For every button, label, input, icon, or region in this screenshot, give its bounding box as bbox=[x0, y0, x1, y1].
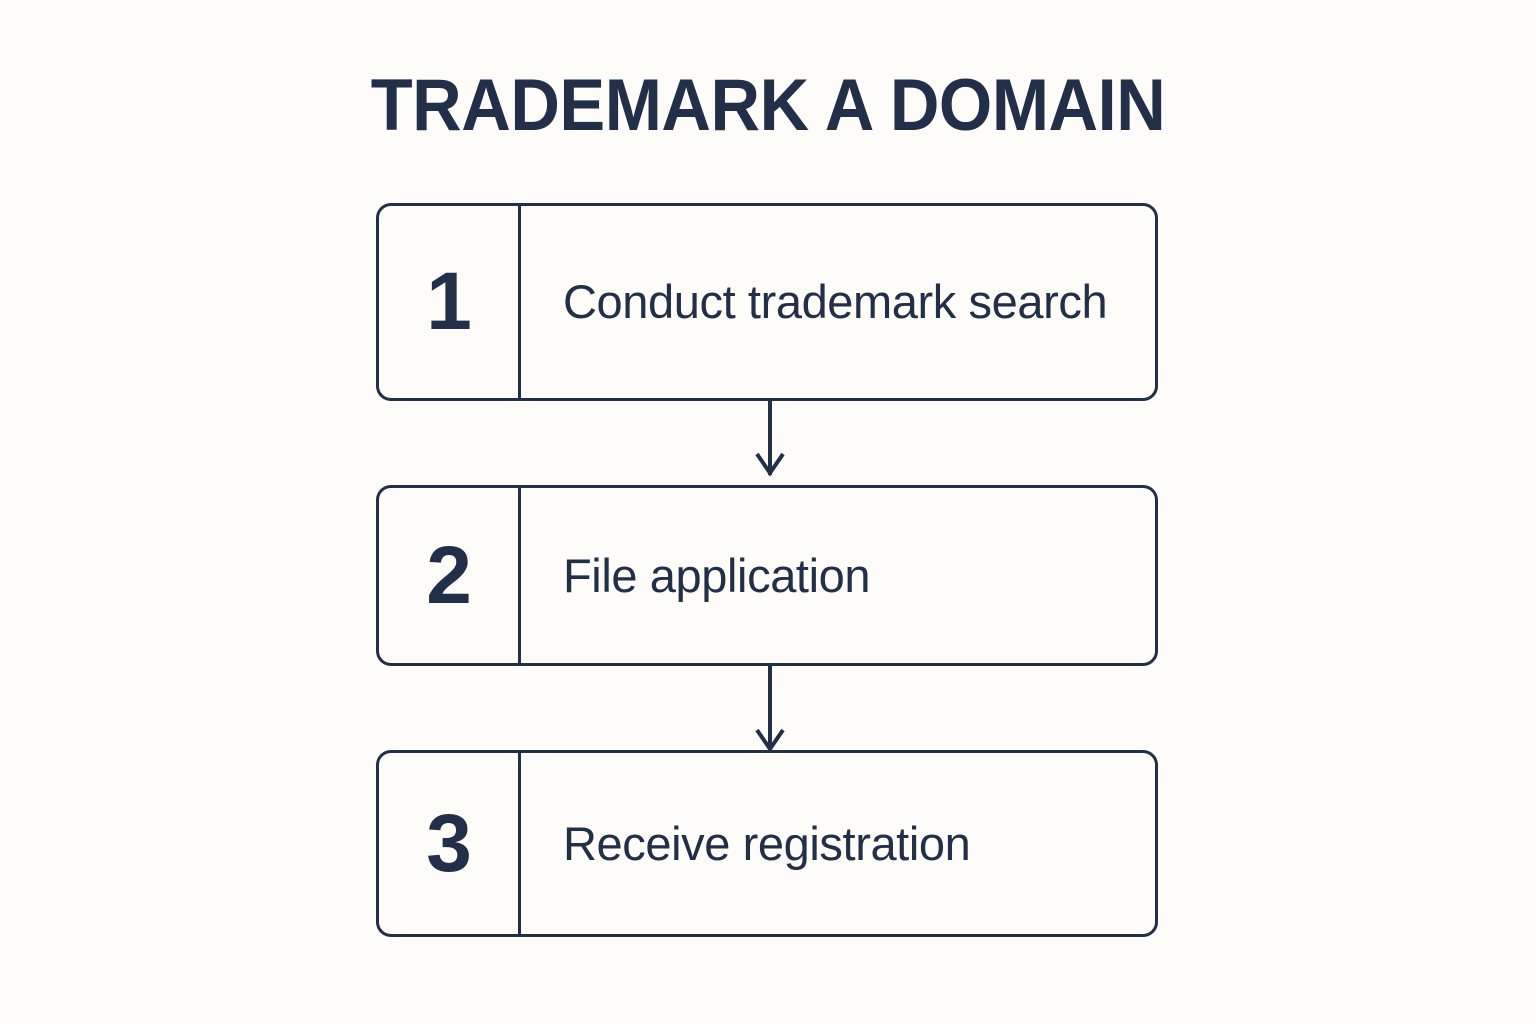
step-number-cell-1: 1 bbox=[379, 206, 521, 398]
step-number-cell-3: 3 bbox=[379, 753, 521, 934]
step-label-1: Conduct trademark search bbox=[563, 275, 1108, 328]
step-number-cell-2: 2 bbox=[379, 488, 521, 663]
step-number-1: 1 bbox=[426, 256, 472, 347]
step-label-cell-2: File application bbox=[521, 488, 1155, 663]
step-label-3: Receive registration bbox=[563, 816, 971, 870]
step-label-2: File application bbox=[563, 548, 871, 602]
step-box-3[interactable]: 3 Receive registration bbox=[376, 750, 1158, 937]
step-box-2[interactable]: 2 File application bbox=[376, 485, 1158, 666]
down-arrow-icon bbox=[755, 401, 785, 477]
step-flow: 1 Conduct trademark search 2 File applic… bbox=[376, 203, 1158, 937]
step-number-3: 3 bbox=[426, 797, 472, 889]
connector-2 bbox=[376, 666, 1158, 753]
step-label-cell-1: Conduct trademark search bbox=[521, 206, 1155, 398]
step-box-1[interactable]: 1 Conduct trademark search bbox=[376, 203, 1158, 401]
step-number-2: 2 bbox=[426, 529, 472, 621]
step-label-cell-3: Receive registration bbox=[521, 753, 1155, 934]
connector-1 bbox=[376, 401, 1158, 485]
page-title: TRADEMARK A DOMAIN bbox=[370, 65, 1166, 146]
down-arrow-icon bbox=[755, 666, 785, 753]
